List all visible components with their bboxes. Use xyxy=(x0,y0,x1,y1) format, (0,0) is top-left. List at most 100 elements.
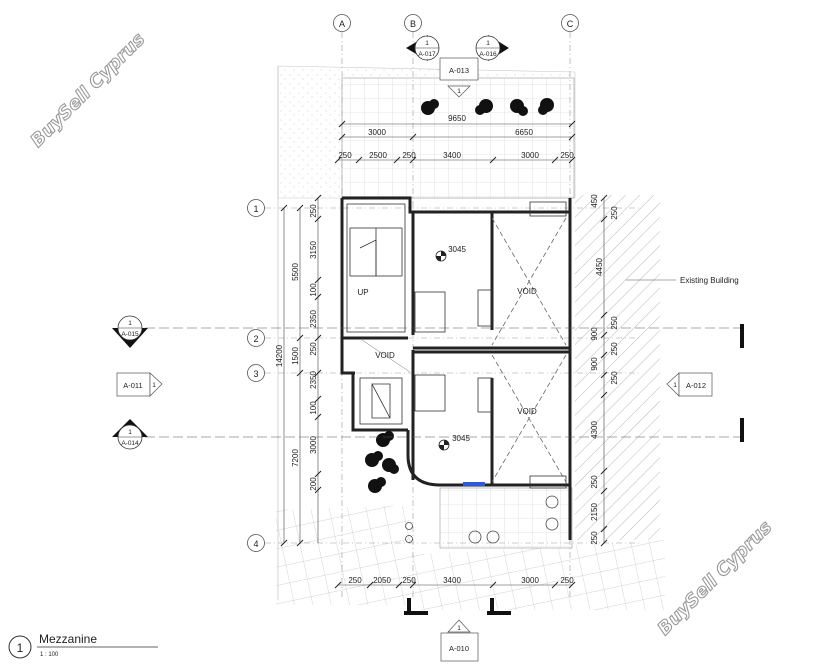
grid-row-markers: 1 2 3 4 xyxy=(247,199,265,552)
drawing-number: 1 xyxy=(17,641,24,655)
dim-right: 2150 xyxy=(590,503,599,521)
section-marker-a015: 1 A-015 xyxy=(112,315,744,348)
svg-text:A-016: A-016 xyxy=(479,51,497,58)
dim-right: 250 xyxy=(590,475,599,489)
dim-bottom-row: 250 xyxy=(402,576,416,585)
dim-left-inner: 2350 xyxy=(309,371,318,389)
building-walls xyxy=(340,196,572,540)
dim-right: 900 xyxy=(590,327,599,341)
svg-text:1: 1 xyxy=(457,625,461,632)
grid-col-a: A xyxy=(339,19,345,29)
dim-bottom-row: 250 xyxy=(560,576,574,585)
section-marker-a016: 1 A-016 xyxy=(475,35,509,61)
elevation-marker-a013: A-013 1 xyxy=(439,57,479,98)
grid-row-4: 4 xyxy=(253,539,258,549)
grid-column-markers: A B C xyxy=(333,14,579,32)
dim-right: 250 xyxy=(610,316,619,330)
dim-right: 450 xyxy=(590,194,599,208)
dimension-texts: 9650 3000 6650 250 2500 250 3400 3000 25… xyxy=(275,114,619,585)
dim-left-inner: 100 xyxy=(309,283,318,297)
grid-row-1: 1 xyxy=(253,204,258,214)
dim-top-row: 3000 xyxy=(521,151,539,160)
dim-top-row: 250 xyxy=(338,151,352,160)
void-label-1: VOID xyxy=(517,287,537,296)
svg-text:1: 1 xyxy=(128,429,132,436)
dim-top-b: 6650 xyxy=(515,128,533,137)
dim-left-inner: 2350 xyxy=(309,310,318,328)
dim-left-mid: 5500 xyxy=(291,263,300,281)
svg-text:A-014: A-014 xyxy=(121,440,139,447)
watermark-bottom: BuySell Cyprus xyxy=(654,517,777,640)
drawing-scale: 1 : 100 xyxy=(40,652,59,658)
svg-text:A-013: A-013 xyxy=(449,66,469,75)
svg-text:1: 1 xyxy=(486,40,490,47)
dim-top-row: 2500 xyxy=(369,151,387,160)
dim-left-inner: 200 xyxy=(309,477,318,491)
grid-row-3: 3 xyxy=(253,369,258,379)
dim-top-a: 3000 xyxy=(368,128,386,137)
svg-text:A-012: A-012 xyxy=(686,381,706,390)
dimension-ticks xyxy=(280,120,608,589)
dim-right: 250 xyxy=(610,342,619,356)
svg-text:1: 1 xyxy=(152,382,156,389)
dim-top-row: 3400 xyxy=(443,151,461,160)
stair-up-label: UP xyxy=(357,288,368,297)
section-marker-a017: 1 A-017 xyxy=(406,35,440,61)
svg-text:A-010: A-010 xyxy=(449,644,469,653)
grid-col-c: C xyxy=(567,19,574,29)
grid-col-b: B xyxy=(410,19,416,29)
dim-right: 250 xyxy=(610,206,619,220)
dimension-lines xyxy=(283,123,605,586)
dim-right: 250 xyxy=(590,531,599,545)
dim-right: 250 xyxy=(610,371,619,385)
dim-bottom-row: 2050 xyxy=(373,576,391,585)
svg-text:1: 1 xyxy=(457,88,461,95)
dim-left-inner: 3150 xyxy=(309,241,318,259)
planters xyxy=(405,495,559,544)
dim-right: 900 xyxy=(590,357,599,371)
elevation-marker-a011: A-011 1 xyxy=(116,372,163,397)
dim-right: 4450 xyxy=(595,258,604,276)
dim-left-overall: 14200 xyxy=(275,344,284,367)
section-cut-bars xyxy=(404,598,511,615)
level-label-1: 3045 xyxy=(448,245,466,254)
dim-left-mid: 1500 xyxy=(291,347,300,365)
dim-left-inner: 100 xyxy=(309,401,318,415)
dim-left-inner: 3000 xyxy=(309,436,318,454)
interior-details xyxy=(346,201,567,489)
dim-left-inner: 250 xyxy=(309,204,318,218)
svg-text:A-011: A-011 xyxy=(123,381,142,390)
svg-text:A-017: A-017 xyxy=(418,51,436,58)
elevation-marker-a012: 1 A-012 xyxy=(666,372,713,397)
room-labels: VOID VOID VOID UP 3045 3045 Existing Bui… xyxy=(357,245,738,443)
existing-building-hatch xyxy=(575,195,660,540)
terrace-top xyxy=(341,77,575,199)
dim-left-inner: 250 xyxy=(309,342,318,356)
drawing-name: Mezzanine xyxy=(39,632,97,646)
dim-left-mid: 7200 xyxy=(291,449,300,467)
dim-bottom-row: 3400 xyxy=(443,576,461,585)
lift-shaft xyxy=(359,377,403,425)
dim-top-total: 9650 xyxy=(448,114,466,123)
site-paving-bottom-right xyxy=(410,540,665,610)
void-label-2: VOID xyxy=(375,351,395,360)
watermark-top: BuySell Cyprus xyxy=(27,29,150,152)
level-markers xyxy=(435,250,450,451)
existing-building-label: Existing Building xyxy=(680,276,739,285)
dim-top-row: 250 xyxy=(402,151,416,160)
dim-bottom-row: 250 xyxy=(348,576,362,585)
svg-text:A-015: A-015 xyxy=(121,331,139,338)
stair-core xyxy=(346,203,406,333)
section-marker-a014: 1 A-014 xyxy=(112,418,744,450)
wc-2 xyxy=(414,374,446,412)
svg-text:1: 1 xyxy=(425,40,429,47)
void-label-3: VOID xyxy=(517,407,537,416)
wc-1 xyxy=(414,291,446,333)
site-context xyxy=(276,65,665,610)
dim-top-row: 250 xyxy=(560,151,574,160)
level-label-2: 3045 xyxy=(452,434,470,443)
trees xyxy=(365,98,554,493)
grid-row-2: 2 xyxy=(253,334,258,344)
drawing-title: 1 Mezzanine 1 : 100 xyxy=(8,632,158,659)
